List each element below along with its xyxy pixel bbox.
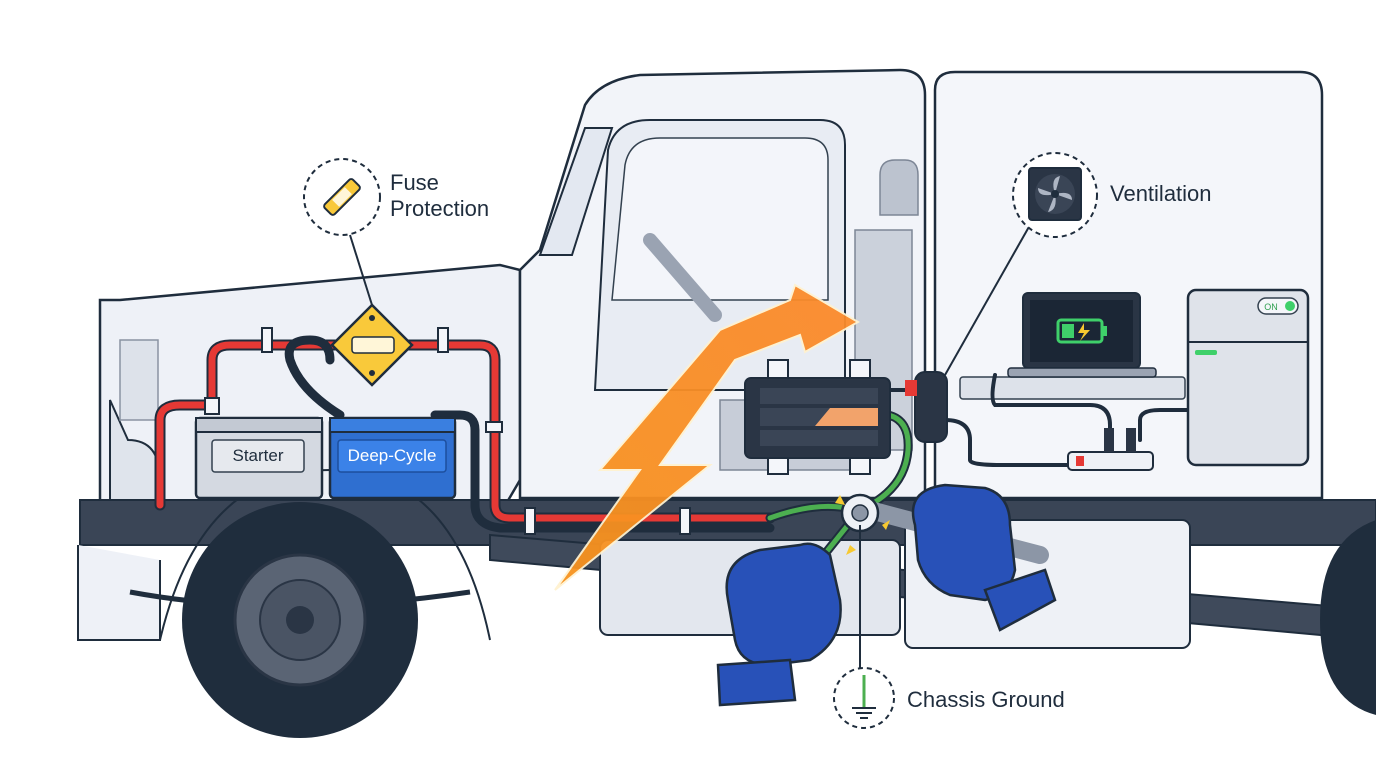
deep-cycle-battery: Deep-Cycle [328, 416, 457, 500]
deep-cycle-battery-label: Deep-Cycle [348, 446, 437, 465]
starter-battery: Starter [194, 416, 324, 500]
rear-wheel [1320, 520, 1376, 715]
wall-passthrough [905, 371, 948, 443]
laptop [1007, 292, 1157, 378]
fuse-callout-line2: Protection [390, 196, 489, 221]
power-flow-arrow [554, 283, 861, 591]
spark [835, 495, 890, 555]
ventilation-callout: Ventilation [944, 152, 1212, 376]
fuse-icon [323, 178, 361, 216]
mini-fridge: ON [1186, 288, 1310, 467]
left-glove [716, 542, 842, 707]
fuse-holder [330, 303, 414, 387]
power-strip [1067, 428, 1154, 471]
starter-battery-label: Starter [232, 446, 283, 465]
power-inverter [744, 359, 891, 475]
ventilation-callout-label: Ventilation [1110, 181, 1212, 206]
right-glove [911, 483, 1057, 632]
ground-callout: Chassis Ground [833, 525, 1065, 729]
fan-icon [1028, 167, 1082, 221]
negative-cable [284, 335, 775, 533]
battery-charging-icon [1056, 318, 1107, 344]
ground-icon [852, 675, 876, 719]
fuse-callout-line1: Fuse [390, 170, 439, 195]
front-wheel [182, 502, 418, 738]
fridge-status-text: ON [1264, 302, 1278, 312]
ground-callout-label: Chassis Ground [907, 687, 1065, 712]
fuse-callout: Fuse Protection [303, 158, 489, 306]
